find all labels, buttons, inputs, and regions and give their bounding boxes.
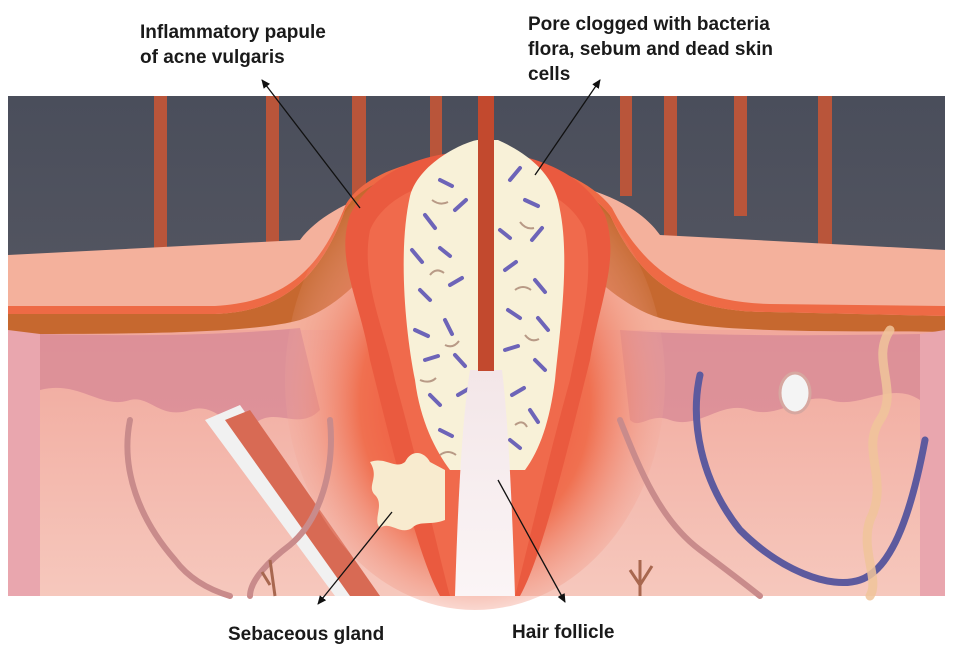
skin-scene: [8, 96, 945, 610]
label-inflammatory-papule: Inflammatory papule of acne vulgaris: [140, 20, 440, 70]
label-sebaceous-gland: Sebaceous gland: [228, 622, 448, 647]
label-hair-follicle: Hair follicle: [512, 620, 712, 645]
white-blood-cell: [780, 373, 810, 413]
label-clogged-pore: Pore clogged with bacteria flora, sebum …: [528, 12, 828, 87]
sebaceous-gland: [370, 453, 445, 530]
tissue-edge-left: [8, 330, 40, 596]
central-hair-shaft: [478, 96, 494, 371]
